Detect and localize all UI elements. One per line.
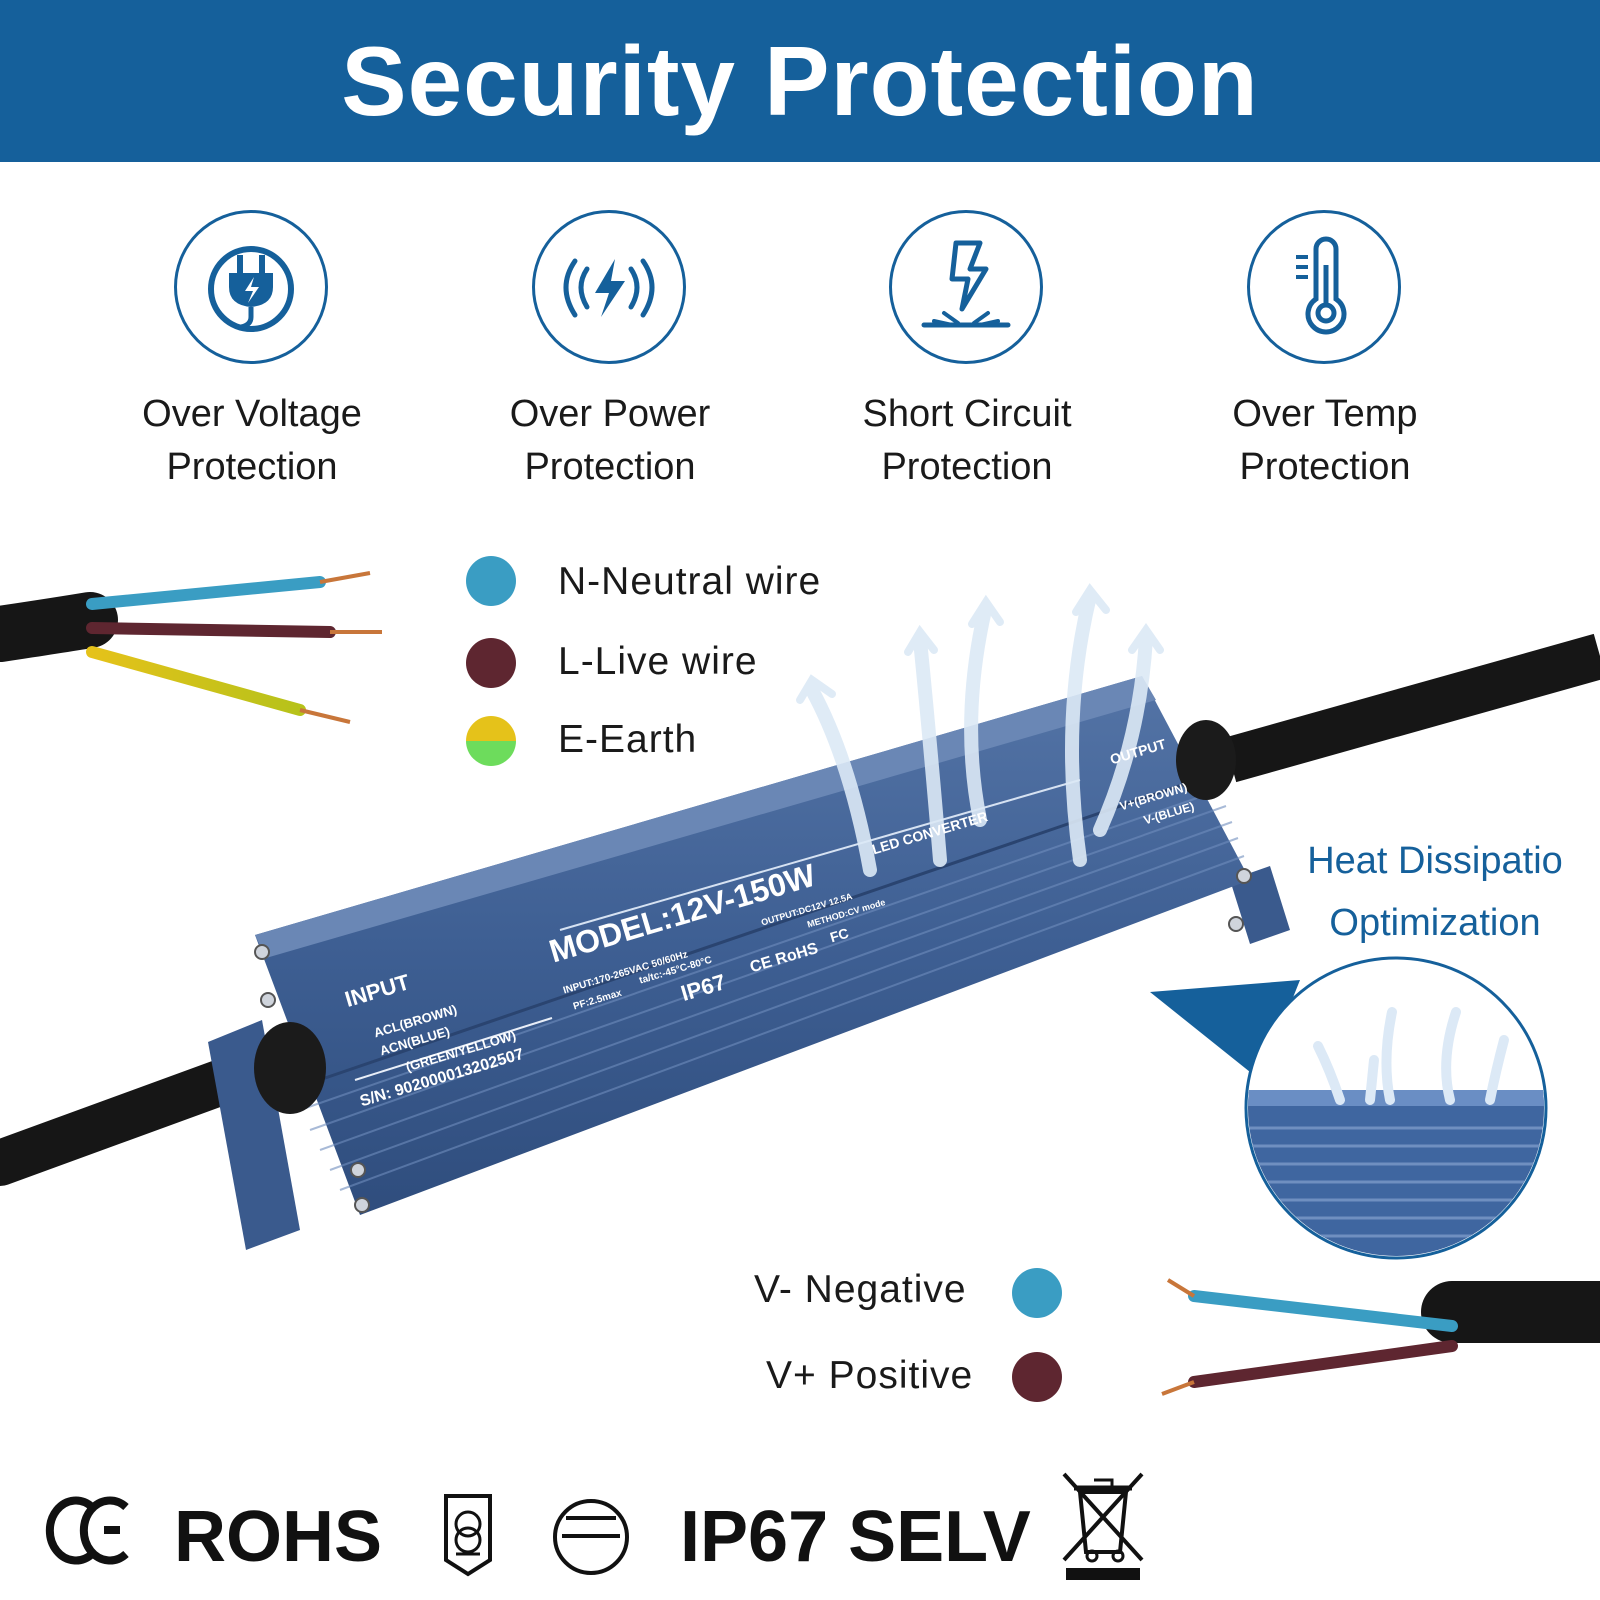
class-rating-icon: [553, 1499, 629, 1575]
ip-selv-mark: IP67 SELV: [680, 1497, 1031, 1577]
heat-sink-magnifier: [1150, 956, 1548, 1260]
power-signal-icon: [532, 210, 686, 364]
live-wire-swatch: [466, 638, 516, 688]
right-cable: [1223, 633, 1600, 783]
plug-icon: [174, 210, 328, 364]
mount-tab-left: [208, 1020, 300, 1250]
thermometer-icon: [1247, 210, 1401, 364]
neutral-wire-label: N-Neutral wire: [558, 560, 822, 603]
negative-wire-swatch: [1012, 1268, 1062, 1318]
neutral-wire-swatch: [466, 556, 516, 606]
earth-wire-label: E-Earth: [558, 718, 698, 761]
mount-tab-right: [1230, 866, 1290, 944]
output-cable: [1161, 1278, 1600, 1396]
page-title: Security Protection: [341, 26, 1259, 136]
header-banner: [0, 0, 1600, 162]
power-supply-case: [254, 676, 1252, 1215]
earth-wire-swatch: [466, 716, 516, 766]
lamp-rating-icon: [444, 1494, 492, 1577]
positive-wire-swatch: [1012, 1352, 1062, 1402]
input-cable: [0, 571, 382, 724]
airflow-arrows: [796, 583, 1164, 877]
positive-wire-label: V+ Positive: [766, 1354, 974, 1397]
rohs-mark: ROHS: [174, 1497, 383, 1577]
live-wire-label: L-Live wire: [558, 640, 758, 683]
negative-wire-label: V- Negative: [754, 1268, 967, 1311]
short-circuit-icon: [889, 210, 1043, 364]
weee-bin-icon: [1062, 1472, 1144, 1580]
ce-mark-icon: [45, 1496, 129, 1565]
